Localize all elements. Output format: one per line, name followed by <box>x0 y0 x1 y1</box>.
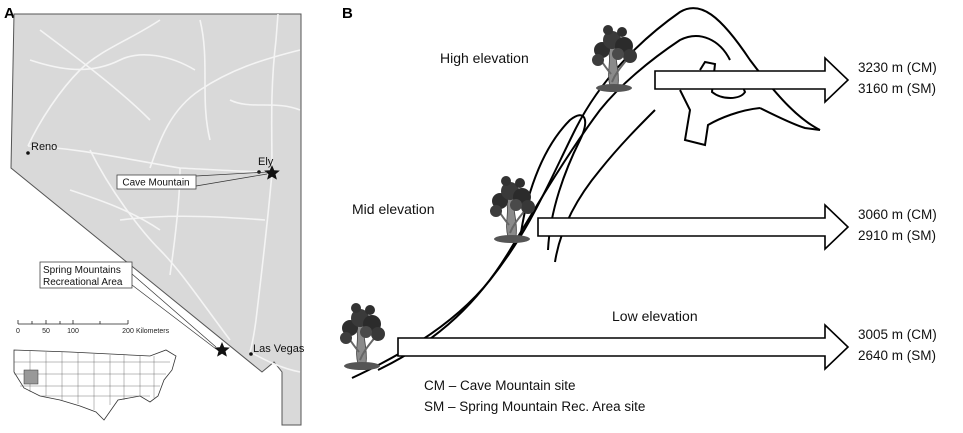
mountain-top-lobe-2 <box>679 89 761 147</box>
mid-cm-value: 3060 m (CM) <box>858 207 937 222</box>
spring-mountains-callout-line1: Spring Mountains <box>43 265 121 276</box>
nevada-state-shape <box>10 13 302 426</box>
city-label-reno: Reno <box>31 141 57 153</box>
high-sm-value: 3160 m (SM) <box>858 81 936 96</box>
mountain-outer-slope <box>351 7 821 379</box>
mountain-diagram <box>351 7 821 379</box>
city-dot-ely <box>257 170 261 174</box>
mid-sm-value: 2910 m (SM) <box>858 228 936 243</box>
spring-mountains-star-icon <box>214 342 230 357</box>
mountain-mid-spur <box>554 109 656 263</box>
city-dot-reno <box>26 151 30 155</box>
low-elevation-tree-icon <box>339 302 386 371</box>
scale-unit: Kilometers <box>136 328 170 335</box>
scale-tick-100: 100 <box>67 328 79 335</box>
usa-inset-map <box>13 349 177 421</box>
road-network <box>27 13 301 373</box>
nevada-map: Reno Ely Las Vegas Cave Mountain Spring … <box>10 13 305 426</box>
high-elevation-tree-icon <box>591 24 638 93</box>
spring-mountains-leader-2 <box>131 284 217 350</box>
spring-mountains-leader-1 <box>131 273 217 348</box>
cave-mountain-star-icon <box>264 165 280 180</box>
mid-elevation-label: Mid elevation <box>352 201 435 217</box>
mid-elevation-tree-icon <box>489 175 536 244</box>
spring-mountains-callout-line2: Recreational Area <box>43 277 123 288</box>
low-elevation-arrow <box>397 323 850 371</box>
scale-bar: 0 50 100 200 Kilometers <box>16 320 170 335</box>
scale-tick-0: 0 <box>16 328 20 335</box>
spring-mountains-callout-box <box>39 261 133 289</box>
high-elevation-label: High elevation <box>440 50 529 66</box>
panel-b-label: B <box>342 5 353 22</box>
city-label-ely: Ely <box>258 156 274 168</box>
scale-tick-200: 200 <box>122 328 134 335</box>
nevada-highlight <box>23 369 39 385</box>
scale-tick-50: 50 <box>42 328 50 335</box>
legend-sm: SM – Spring Mountain Rec. Area site <box>424 399 645 414</box>
panel-a-label: A <box>4 5 15 22</box>
city-dot-las-vegas <box>249 352 253 356</box>
mountain-top-lobe-3 <box>759 107 821 131</box>
cave-mountain-leader-1 <box>195 171 268 177</box>
cave-mountain-callout-box <box>116 174 197 190</box>
high-elevation-arrow <box>654 56 850 104</box>
mountain-mid-loop <box>519 114 587 251</box>
legend-cm: CM – Cave Mountain site <box>424 378 576 393</box>
mid-elevation-arrow <box>537 203 850 251</box>
low-sm-value: 2640 m (SM) <box>858 348 936 363</box>
cave-mountain-callout-text: Cave Mountain <box>122 178 189 189</box>
city-label-las-vegas: Las Vegas <box>253 343 305 355</box>
low-elevation-label: Low elevation <box>612 308 698 324</box>
low-cm-value: 3005 m (CM) <box>858 327 937 342</box>
high-cm-value: 3230 m (CM) <box>858 60 937 75</box>
cave-mountain-leader-2 <box>195 173 268 187</box>
